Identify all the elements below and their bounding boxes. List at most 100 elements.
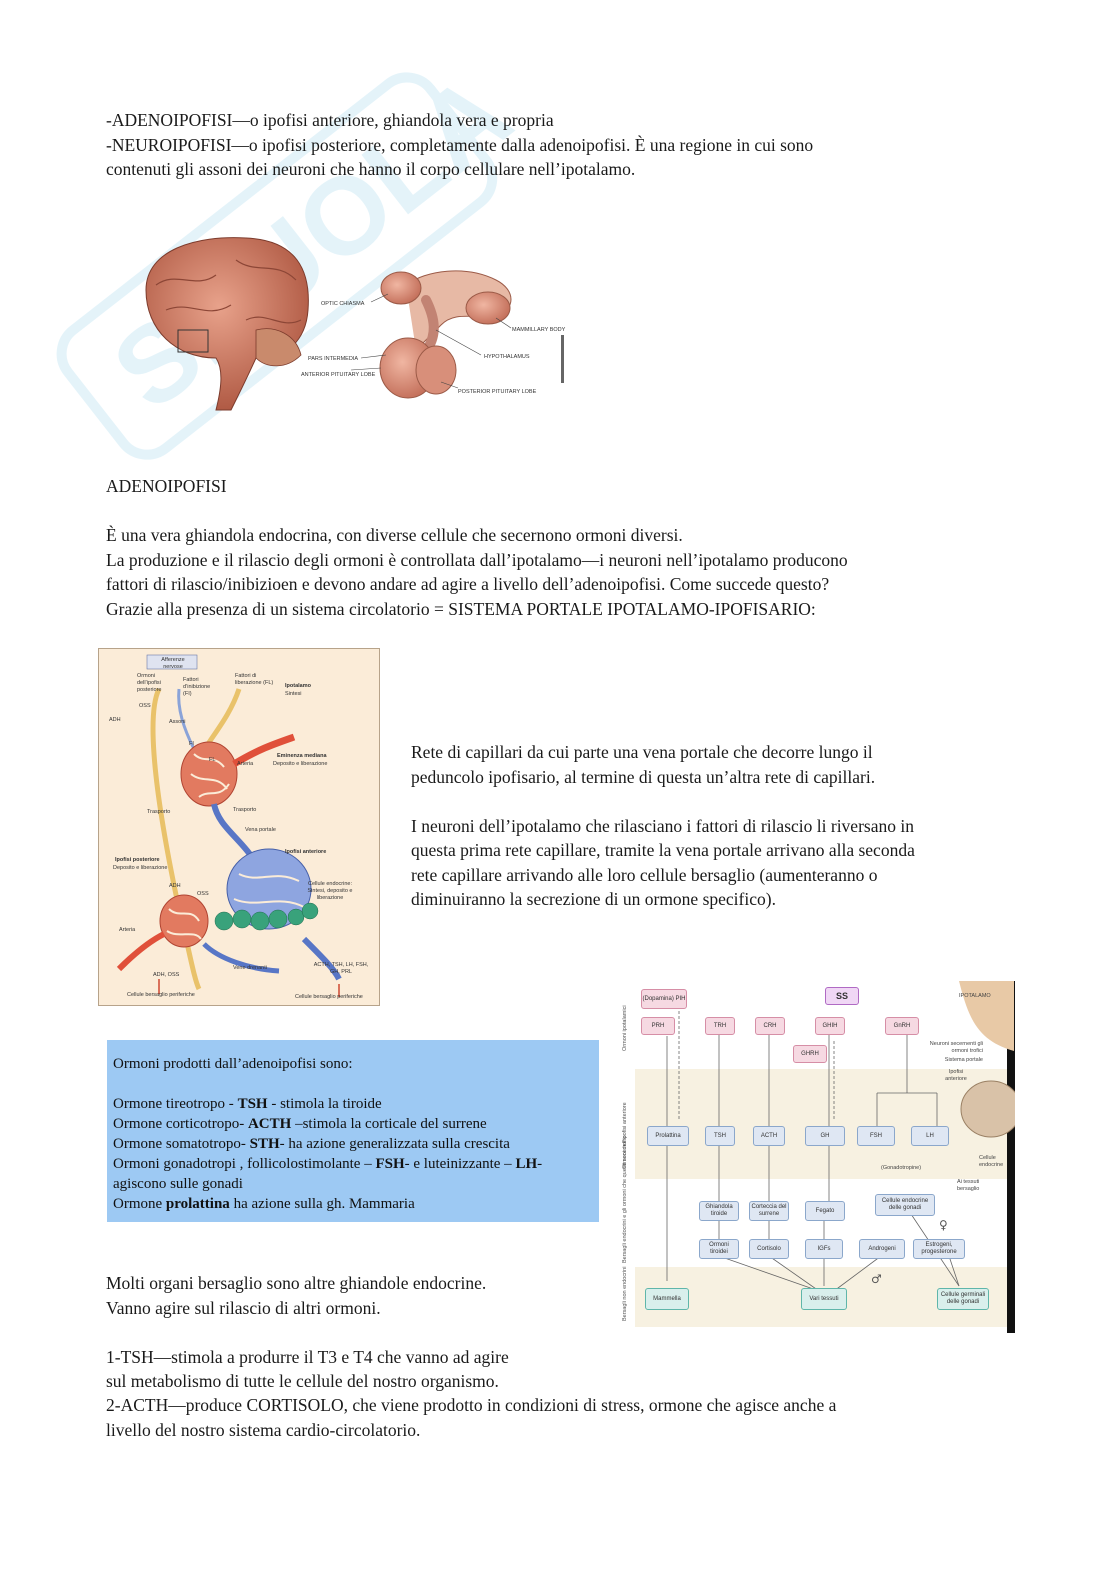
node-mammella: Mammella (645, 1288, 689, 1310)
node-igfs: IGFs (805, 1239, 843, 1259)
lower-l1: Molti organi bersaglio sono altre ghiand… (106, 1273, 487, 1293)
label-adh-2: ADH (169, 883, 181, 889)
label-anterior-lobe: ANTERIOR PITUITARY LOBE (301, 372, 376, 378)
box-row-gonadi: agiscono sulle gonadi (113, 1176, 243, 1192)
hormones-box: Ormoni prodotti dall’adenoipofisi sono: … (107, 1040, 599, 1222)
label-ormoni-anteriore: ACTH, TSH, LH, FSH, GH, PRL (313, 962, 369, 975)
label-fattori-inibizione: Fattori d’inibizione (FI) (183, 677, 211, 697)
node-gnrh: GnRH (885, 1017, 919, 1035)
lower-text: Molti organi bersaglio sono altre ghiand… (106, 1271, 606, 1394)
label-ipotalamo: Ipotalamo (285, 683, 311, 689)
section-heading: ADENOIPOFISI (106, 476, 227, 496)
portal-description: Rete di capillari da cui parte una vena … (411, 740, 915, 912)
side-b1: I neuroni dell’ipotalamo che rilasciano … (411, 815, 914, 836)
label-ipofisi-posteriore: Ipofisi posteriore (115, 857, 160, 863)
node-trh: TRH (705, 1017, 735, 1035)
box-row-acth: Ormone corticotropo- ACTH –stimola la co… (113, 1116, 487, 1132)
lower-l2: Vanno agire sul rilascio di altri ormoni… (106, 1297, 381, 1318)
label-hypothalamus: HYPOTHALAMUS (484, 354, 530, 360)
node-androgeni: Androgeni (859, 1239, 905, 1259)
band-label-1: Ormoni ipotalamici (622, 1005, 628, 1051)
node-fsh: FSH (857, 1126, 895, 1146)
label-afferenze: Afferenze nervose (161, 657, 185, 670)
label-fl: FL (209, 757, 216, 763)
intro-line-3: contenuti gli assoni dei neuroni che han… (106, 159, 636, 179)
box-row-tsh: Ormone tireotropo - TSH - stimola la tir… (113, 1096, 382, 1112)
node-fegato: Fegato (805, 1201, 845, 1221)
node-prolattina: Prolattina (647, 1126, 689, 1146)
intro-line-1: -ADENOIPOFISI—o ipofisi anteriore, ghian… (106, 110, 554, 130)
label-trasporto-right: Trasporto (233, 807, 257, 813)
label-fattori-liberazione: Fattori di liberazione (FL) (235, 673, 274, 686)
portal-system-figure: Afferenze nervose Ormoni dell’ipofisi po… (98, 648, 380, 1006)
label-posterior-lobe: POSTERIOR PITUITARY LOBE (458, 389, 537, 395)
label-assoni: Assoni (169, 719, 186, 725)
node-cellule-germinali: Cellule germinali delle gonadi (937, 1288, 989, 1310)
side-b4: diminuiranno la secrezione di un ormone … (411, 889, 776, 909)
side-a1: Rete di capillari da cui parte una vena … (411, 742, 873, 762)
brain-pituitary-figure: OPTIC CHIASMA MAMMILLARY BODY PARS INTER… (145, 237, 566, 411)
node-crh: CRH (755, 1017, 785, 1035)
label-ipotalamo: IPOTALAMO (959, 993, 991, 999)
node-prh: PRH (641, 1017, 675, 1035)
label-adh: ADH (109, 717, 121, 723)
label-ormoni-posteriore: Ormoni dell’ipofisi posteriore (137, 673, 162, 693)
intro-text: -ADENOIPOFISI—o ipofisi anteriore, ghian… (106, 108, 813, 182)
node-lh: LH (911, 1126, 949, 1146)
label-neuroni: Neuroni secernenti gli ormoni trofici (929, 1041, 983, 1054)
band-label-3: Bersagli endocrini e gli ormoni che ques… (622, 1135, 628, 1264)
label-oss-2: OSS (197, 891, 209, 897)
side-b2: questa prima rete capillare, tramite la … (411, 840, 915, 860)
node-gh: GH (805, 1126, 845, 1146)
box-row-sth: Ormone somatotropo- STH- ha azione gener… (113, 1136, 510, 1152)
label-ipofisi-anteriore: Ipofisi anteriore (945, 1069, 967, 1082)
node-vari-tessuti: Vari tessuti (801, 1288, 847, 1310)
box-title: Ormoni prodotti dall’adenoipofisi sono: (113, 1056, 353, 1072)
node-ghrh: GHRH (793, 1045, 827, 1063)
lower-l5: 2-ACTH—produce CORTISOLO, che viene prod… (106, 1395, 837, 1415)
label-arteria-2: Arteria (119, 927, 136, 933)
node-dopamina: (Dopamina) PIH (641, 989, 687, 1009)
box-row-gonadotropi: Ormoni gonadotropi , follicolostimolante… (113, 1156, 543, 1172)
band-label-4: Bersagli non endocrini (622, 1266, 628, 1321)
label-sistema-portale: Sistema portale (944, 1057, 983, 1063)
label-arteria: Arteria (237, 761, 254, 767)
label-deposito: Deposito e liberazione (273, 761, 328, 767)
label-adh-oss: ADH, OSS (153, 972, 180, 978)
label-bersaglio-1: Cellule bersaglio periferiche (127, 992, 195, 998)
node-cortisolo: Cortisolo (749, 1239, 789, 1259)
node-estrogeni: Estrogeni, progesterone (913, 1239, 965, 1259)
label-bersaglio-2: Cellule bersaglio periferiche (295, 994, 363, 1000)
node-ss: SS (825, 987, 859, 1005)
node-tiroide: Ghiandola tiroide (699, 1201, 739, 1221)
section-p4: Grazie alla presenza di un sistema circo… (106, 598, 816, 619)
lower-text-2: 2-ACTH—produce CORTISOLO, che viene prod… (106, 1393, 836, 1442)
label-cellule-endocrine: Cellule endocrine (979, 1155, 1004, 1168)
label-eminenza: Eminenza mediana (277, 753, 327, 759)
lower-l4: sul metabolismo di tutte le cellule del … (106, 1371, 499, 1391)
label-vena-portale: Vena portale (245, 827, 276, 833)
side-b3: rete capillare arrivando alle loro cellu… (411, 864, 878, 885)
label-cellule-endocrine: Cellule endocrine: Sintesi, deposito e l… (307, 881, 353, 901)
label-gonadotropine: (Gonadotropine) (881, 1165, 922, 1171)
svg-text:♀: ♀ (939, 1218, 948, 1232)
lower-l6: livello del nostro sistema cardio-circol… (106, 1419, 421, 1440)
node-corteccia: Corteccia del surrene (749, 1201, 789, 1221)
section-p3: fattori di rilascio/inibizioen e devono … (106, 574, 830, 594)
label-fi: FI (189, 741, 194, 747)
section-adenoipofisi: ADENOIPOFISI È una vera ghiandola endocr… (106, 474, 848, 621)
label-oss: OSS (139, 703, 151, 709)
label-optic-chiasma: OPTIC CHIASMA (321, 301, 365, 307)
node-acth: ACTH (753, 1126, 785, 1146)
label-mammillary-body: MAMMILLARY BODY (512, 327, 566, 333)
label-ipofisi-anteriore: Ipofisi anteriore (285, 849, 327, 855)
label-tessuti-bersaglio: Ai tessuti bersaglio (957, 1179, 980, 1192)
node-ormoni-tiroidei: Ormoni tiroidei (699, 1239, 739, 1259)
hormone-flow-diagram: ♂ ♀ Ormoni ipotalamici Ormoni dell’ipofi… (619, 981, 1015, 1333)
intro-line-2: -NEUROIPOFISI—o ipofisi posteriore, comp… (106, 134, 814, 155)
svg-text:♂: ♂ (871, 1272, 882, 1286)
label-trasporto-left: Trasporto (147, 809, 171, 815)
label-deposito-2: Deposito e liberazione (113, 865, 168, 871)
label-vene-drenanti: Vene drenanti (233, 965, 267, 971)
label-sintesi: Sintesi (285, 691, 302, 697)
